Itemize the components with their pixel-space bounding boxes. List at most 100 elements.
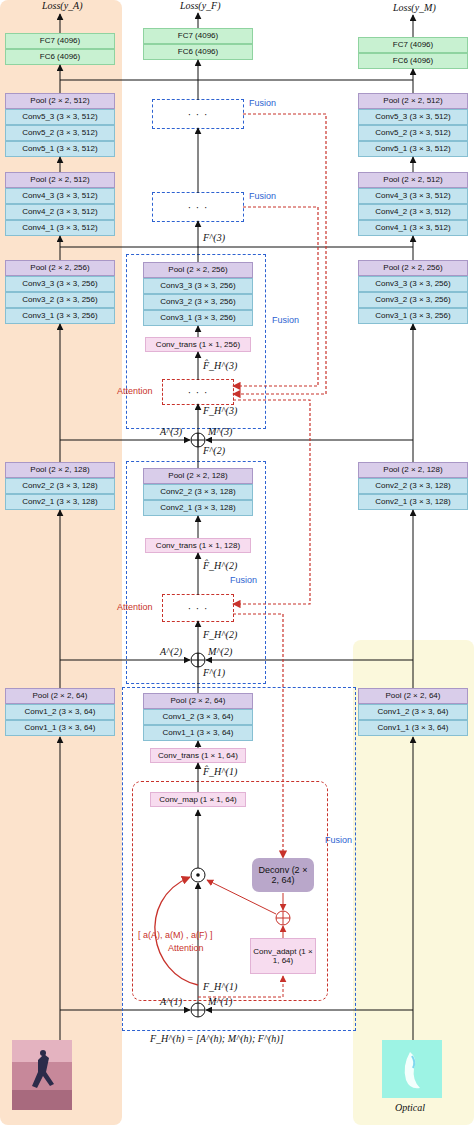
fc-layer: FC6 (4096) [5, 49, 115, 65]
flow-arrow [413, 157, 414, 172]
conv-layer: Conv2_1 (3 × 3, 128) [5, 494, 115, 510]
signal-label: M^(2) [208, 646, 232, 657]
appearance-band [0, 0, 122, 1125]
conv-layer: Conv5_2 (3 × 3, 512) [358, 125, 468, 141]
fc-block: FC7 (4096)FC6 (4096) [143, 28, 253, 60]
signal-label: F̂_H^(3) [203, 360, 237, 371]
pool-layer: Pool (2 × 2, 64) [143, 693, 253, 709]
pool-layer: Pool (2 × 2, 128) [143, 468, 253, 484]
pool-layer: Pool (2 × 2, 512) [358, 93, 468, 109]
conv-block: Pool (2 × 2, 256)Conv3_3 (3 × 3, 256)Con… [143, 262, 253, 326]
conv-layer: Conv5_2 (3 × 3, 512) [5, 125, 115, 141]
conv-layer: Conv5_3 (3 × 3, 512) [5, 109, 115, 125]
fc-layer: FC6 (4096) [358, 53, 468, 69]
deconv-box: Deconv (2 × 2, 64) [252, 858, 314, 892]
ellipsis: · · · [188, 603, 209, 614]
pool-layer: Pool (2 × 2, 128) [5, 462, 115, 478]
pool-layer: Pool (2 × 2, 512) [5, 172, 115, 188]
transform-box: Conv_trans (1 × 1, 64) [150, 748, 246, 763]
flow-arrow [198, 553, 199, 595]
conv-layer: Conv3_3 (3 × 3, 256) [143, 278, 253, 294]
conv-layer: Conv4_1 (3 × 3, 512) [5, 220, 115, 236]
conv-layer: Conv4_1 (3 × 3, 512) [358, 220, 468, 236]
conv-layer: Conv3_3 (3 × 3, 256) [358, 276, 468, 292]
fc-block: FC7 (4096)FC6 (4096) [5, 33, 115, 65]
flow-arrow [198, 404, 199, 468]
input-wire [60, 737, 61, 1040]
conv-block: Pool (2 × 2, 64)Conv1_2 (3 × 3, 64)Conv1… [5, 688, 115, 736]
pool-layer: Pool (2 × 2, 128) [358, 462, 468, 478]
appearance-wire [60, 440, 190, 441]
conv-layer: Conv4_3 (3 × 3, 512) [358, 188, 468, 204]
flow-arrow [413, 510, 414, 688]
sum-symbol [191, 433, 205, 447]
cross-wire [60, 80, 413, 81]
conv-layer: Conv2_1 (3 × 3, 128) [358, 494, 468, 510]
flow-arrow [413, 236, 414, 260]
attention-box: · · ·Attention [163, 380, 233, 404]
fc-layer: FC7 (4096) [5, 33, 115, 49]
flow-arrow [60, 236, 61, 260]
conv-block: Pool (2 × 2, 512)Conv5_3 (3 × 3, 512)Con… [358, 93, 468, 157]
flow-arrow [60, 157, 61, 172]
transform-box: Conv_adapt (1 × 1, 64) [250, 938, 316, 974]
pool-layer: Pool (2 × 2, 256) [358, 260, 468, 276]
conv-block: Pool (2 × 2, 128)Conv2_2 (3 × 3, 128)Con… [358, 462, 468, 510]
flow-arrow [198, 516, 199, 538]
fusion-region: Fusion Pool (2 × 2, 128)Conv2_2 (3 × 3, 1… [127, 462, 265, 683]
pool-layer: Pool (2 × 2, 256) [143, 262, 253, 278]
attention-weights: [ a(A), a(M) , a(F) ] [138, 930, 213, 940]
signal-label: F^(1) [203, 667, 225, 678]
pool-layer: Pool (2 × 2, 256) [5, 260, 115, 276]
fc-block: FC7 (4096)FC6 (4096) [358, 37, 468, 69]
signal-label: Optical [395, 1102, 425, 1113]
module-label: Fusion [325, 835, 352, 845]
conv-layer: Conv2_2 (3 × 3, 128) [358, 478, 468, 494]
guidance-arrow [233, 114, 326, 394]
conv-layer: Conv2_2 (3 × 3, 128) [143, 484, 253, 500]
conv-layer: Conv5_1 (3 × 3, 512) [5, 141, 115, 157]
signal-label: F^(2) [203, 445, 225, 456]
signal-label: F̂_H^(1) [203, 766, 237, 777]
loss-arrow [413, 15, 414, 37]
fusion-wire [198, 810, 199, 868]
ellipsis: · · · [188, 387, 209, 398]
signal-label: A^(1) [160, 996, 182, 1007]
module-label: Attention [168, 943, 204, 953]
motion-wire [206, 1010, 413, 1011]
flow-arrow [198, 128, 199, 193]
flow-arrow [198, 741, 199, 748]
signal-label: Loss(y_M) [393, 2, 436, 13]
rgb-frame-image [12, 1040, 72, 1110]
conv-block: Pool (2 × 2, 128)Conv2_2 (3 × 3, 128)Con… [5, 462, 115, 510]
layer-name: Conv_trans (1 × 1, 128) [156, 541, 240, 550]
flow-arrow [60, 324, 61, 462]
appearance-wire [60, 660, 190, 661]
layer-name: Conv_trans (1 × 1, 256) [156, 340, 240, 349]
conv-block: Pool (2 × 2, 128)Conv2_2 (3 × 3, 128)Con… [143, 468, 253, 516]
flow-arrow [198, 763, 199, 792]
pool-layer: Pool (2 × 2, 512) [5, 93, 115, 109]
conv-layer: Conv3_2 (3 × 3, 256) [143, 294, 253, 310]
fusion-box: · · ·Fusion [153, 100, 243, 128]
signal-label: M^(1) [208, 996, 232, 1007]
conv-layer: Conv3_2 (3 × 3, 256) [5, 292, 115, 308]
fusion-box: · · ·Fusion [153, 193, 243, 221]
optical-flow-image [382, 1040, 442, 1098]
flow-arrow [413, 69, 414, 93]
fc-layer: FC7 (4096) [358, 37, 468, 53]
conv-layer: Conv1_2 (3 × 3, 64) [5, 704, 115, 720]
module-label: Attention [117, 386, 153, 396]
conv-layer: Conv1_2 (3 × 3, 64) [143, 709, 253, 725]
module-label: Attention [117, 602, 153, 612]
module-label: Fusion [230, 575, 257, 585]
signal-label: A^(3) [160, 426, 182, 437]
attention-module: [ a(A), a(M) , a(F) ] Attention Conv_map (… [133, 782, 327, 1000]
conv-layer: Conv1_1 (3 × 3, 64) [143, 725, 253, 741]
conv-layer: Conv3_1 (3 × 3, 256) [143, 310, 253, 326]
motion-wire [206, 440, 413, 441]
transform-box: Conv_map (1 × 1, 64) [150, 792, 246, 807]
conv-block: Pool (2 × 2, 512)Conv4_3 (3 × 3, 512)Con… [5, 172, 115, 236]
signal-label: M^(3) [208, 426, 232, 437]
